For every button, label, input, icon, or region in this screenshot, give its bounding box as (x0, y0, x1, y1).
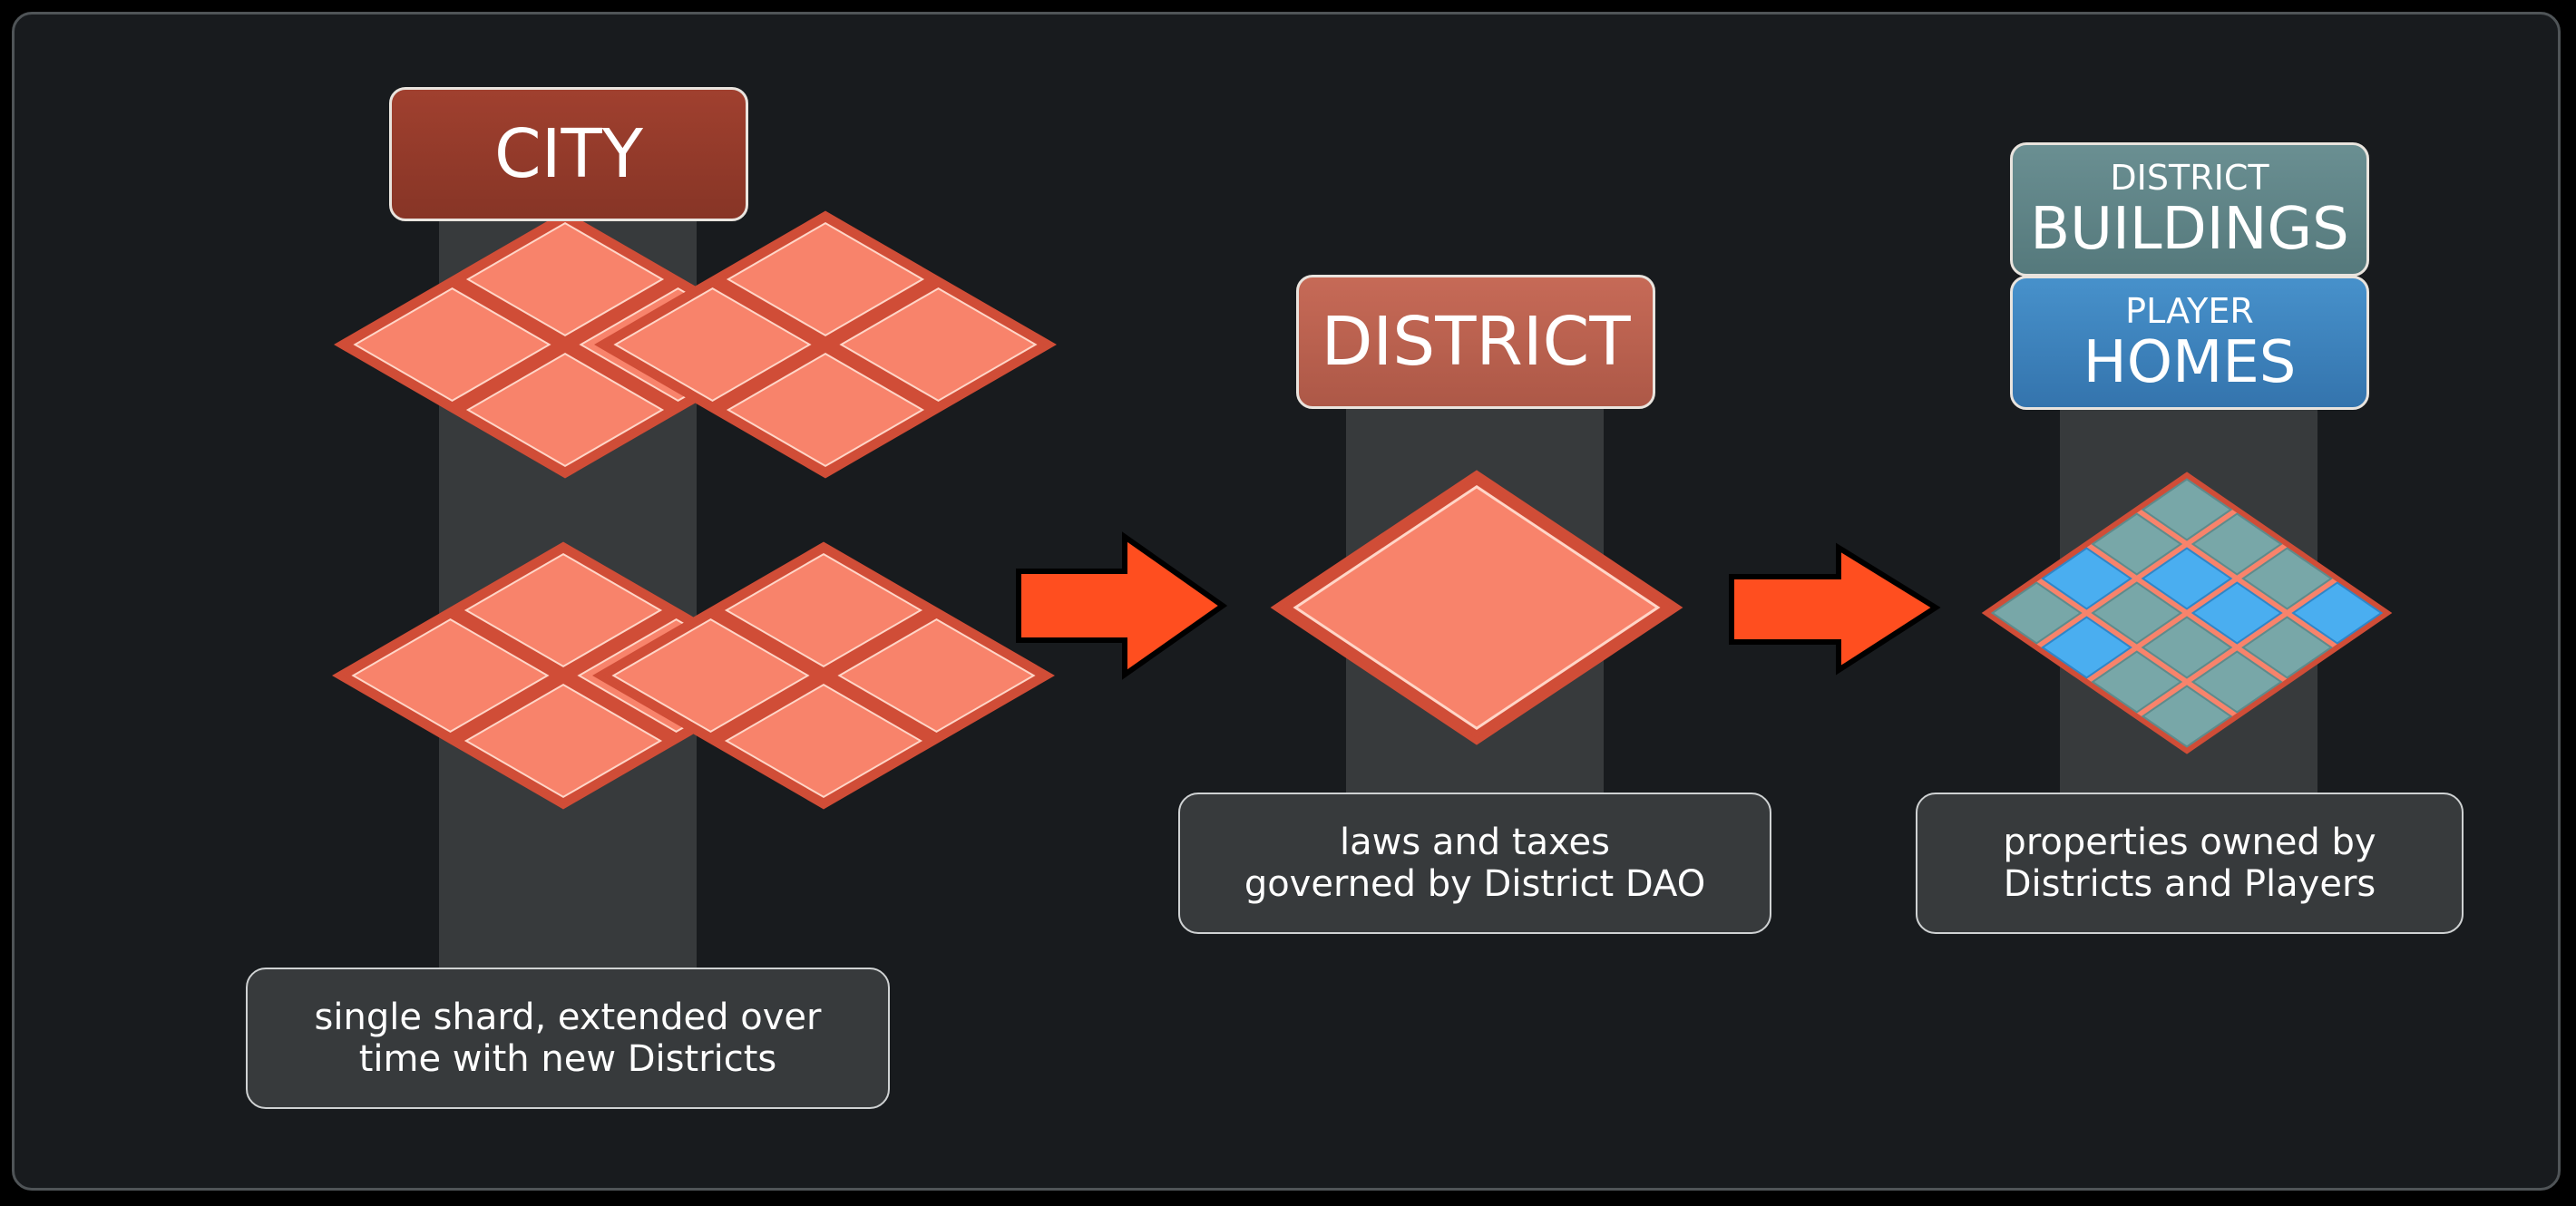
city-district-block (594, 210, 1057, 479)
district-building-lot (2141, 478, 2233, 541)
city-district-block (592, 541, 1055, 810)
city-caption-line-2: time with new Districts (358, 1038, 777, 1080)
player-home-lot (2141, 547, 2233, 610)
district-caption-line-1: laws and taxes (1340, 822, 1610, 863)
district-building-lot (2141, 616, 2233, 679)
city-tile (353, 287, 551, 403)
district-building-lot (2091, 512, 2183, 576)
district-map (1270, 470, 1683, 745)
district-buildings-box: DISTRICT BUILDINGS (2010, 142, 2369, 277)
property-grid (1981, 472, 2393, 754)
city-caption: single shard, extended over time with ne… (246, 968, 890, 1109)
city-tile (726, 221, 925, 337)
arrow-right-icon (1729, 542, 1941, 676)
buildings-small-label: DISTRICT (2110, 158, 2269, 198)
player-home-lot (2041, 547, 2132, 610)
city-tile (465, 221, 665, 337)
district-tile (1293, 484, 1661, 731)
district-building-lot (2191, 512, 2283, 576)
city-tile (351, 618, 550, 734)
city-tile (463, 552, 663, 668)
arrow-right-icon (1016, 531, 1228, 680)
city-tile (839, 287, 1038, 403)
city-tile (724, 552, 923, 668)
properties-caption-line-2: Districts and Players (2003, 863, 2376, 905)
city-tile (611, 618, 810, 734)
district-caption: laws and taxes governed by District DAO (1178, 793, 1771, 934)
homes-small-label: PLAYER (2125, 291, 2254, 331)
player-home-lot (2191, 581, 2283, 645)
district-caption-line-2: governed by District DAO (1244, 863, 1706, 905)
district-building-lot (2091, 650, 2183, 714)
city-tile (726, 352, 925, 468)
district-title: DISTRICT (1321, 303, 1631, 381)
homes-main-label: HOMES (2083, 329, 2297, 396)
district-building-lot (2191, 650, 2283, 714)
city-tile (613, 287, 812, 403)
buildings-main-label: BUILDINGS (2030, 196, 2349, 263)
city-map (332, 210, 1057, 810)
city-title-box: CITY (389, 87, 748, 221)
properties-caption: properties owned by Districts and Player… (1916, 793, 2464, 934)
district-building-lot (2241, 547, 2333, 610)
property-grid-base (1981, 472, 2393, 754)
player-home-lot (2041, 616, 2132, 679)
district-building-lot (2091, 581, 2183, 645)
properties-caption-line-1: properties owned by (2003, 822, 2376, 863)
city-title: CITY (494, 115, 643, 193)
district-building-lot (2241, 616, 2333, 679)
district-title-box: DISTRICT (1296, 275, 1655, 409)
city-tile (463, 683, 663, 799)
city-tile (724, 683, 923, 799)
player-home-lot (2291, 581, 2384, 645)
district-building-lot (2141, 685, 2233, 748)
city-tile (465, 352, 665, 468)
district-building-lot (1990, 581, 2083, 645)
player-homes-box: PLAYER HOMES (2010, 276, 2369, 410)
city-tile (837, 618, 1036, 734)
city-caption-line-1: single shard, extended over (314, 997, 822, 1038)
